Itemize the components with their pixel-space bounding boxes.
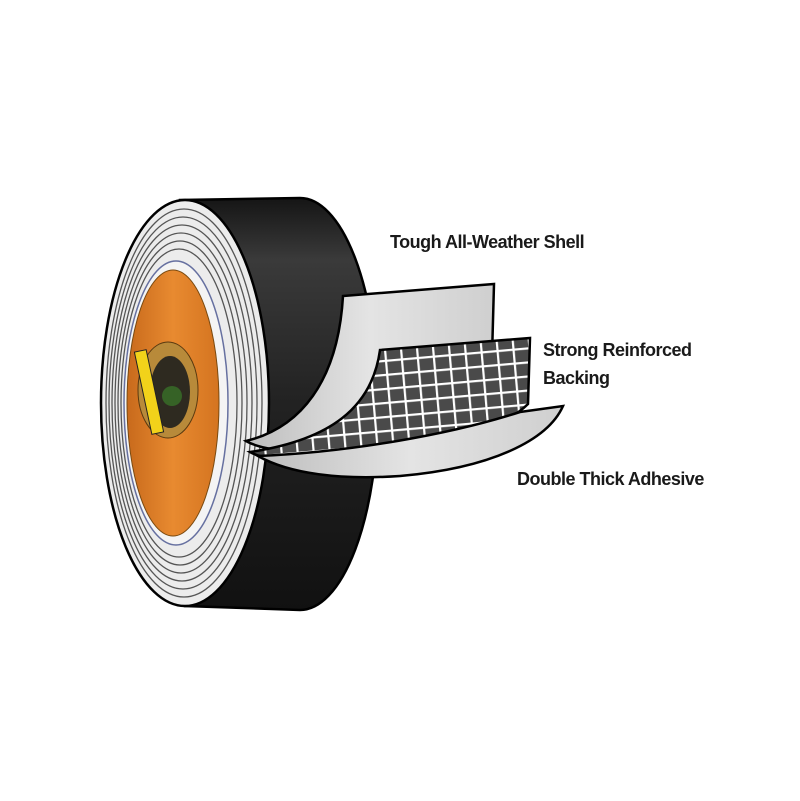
adhesive-layer xyxy=(253,404,566,479)
label-backing-line1: Strong Reinforced xyxy=(543,340,692,360)
label-shell: Tough All-Weather Shell xyxy=(390,232,585,252)
gorilla-tape-logo xyxy=(133,341,199,439)
label-adhesive: Double Thick Adhesive xyxy=(517,469,704,489)
label-backing-line2: Backing xyxy=(543,368,610,388)
roll-side-face xyxy=(99,198,271,608)
